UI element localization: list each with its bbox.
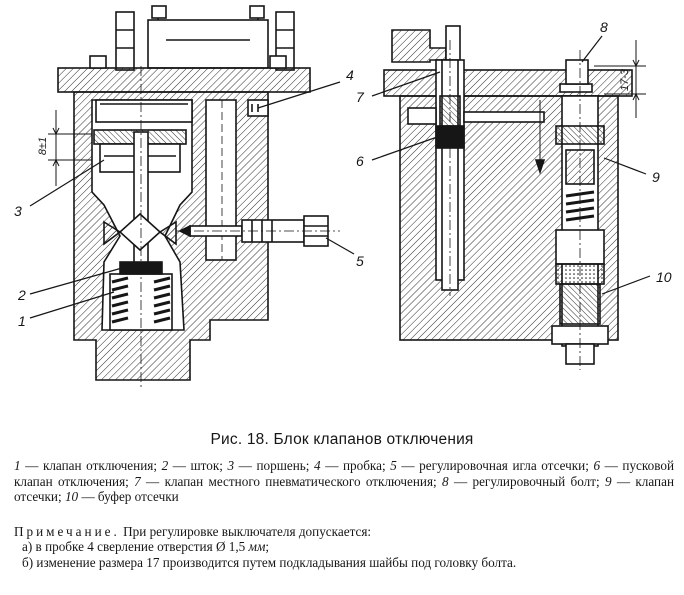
callout-4: 4 bbox=[346, 67, 354, 83]
note-block: Примечание. При регулировке выключателя … bbox=[14, 524, 674, 570]
callout-10: 10 bbox=[656, 269, 672, 285]
legend-num: 1 bbox=[14, 458, 21, 473]
callout-6: 6 bbox=[356, 153, 364, 169]
left-section-view bbox=[29, 5, 355, 390]
figure-legend: 1 — клапан отключения; 2 — шток; 3 — пор… bbox=[14, 458, 674, 505]
legend-text: регулировочная игла отсечки; bbox=[419, 458, 589, 473]
valve-block-drawing: 3 2 1 4 5 8±1 bbox=[14, 5, 672, 390]
legend-text: пусковой клапан отключения; bbox=[14, 458, 675, 489]
legend-text: шток; bbox=[190, 458, 223, 473]
spring-left bbox=[111, 276, 171, 324]
legend-num: 8 bbox=[442, 473, 449, 489]
note-item-a-text: а) в пробке 4 сверление отверстия bbox=[22, 539, 213, 555]
note-intro: При регулировке выключателя допускается: bbox=[123, 524, 372, 539]
right-section-view bbox=[371, 25, 651, 370]
legend-num: 2 bbox=[161, 458, 169, 473]
legend-text: клапан отключения; bbox=[42, 458, 157, 473]
note-heading-line: Примечание. При регулировке выключателя … bbox=[14, 524, 674, 539]
callout-3: 3 bbox=[14, 203, 22, 219]
callout-2: 2 bbox=[17, 287, 26, 303]
note-item-a-value: 1,5 bbox=[228, 539, 246, 555]
dimension-8-1: 8±1 bbox=[37, 137, 49, 155]
note-item-a-end: ; bbox=[265, 539, 270, 555]
figure-caption: Рис. 18. Блок клапанов отключения bbox=[210, 431, 474, 448]
legend-text: буфер отсечки bbox=[97, 489, 179, 505]
legend-text: клапан отсечки; bbox=[14, 473, 675, 505]
note-item-a: а) в пробке 4 сверление отверстия Ø 1,5 … bbox=[14, 539, 674, 554]
legend-text: клапан местного пневматического отключен… bbox=[164, 473, 437, 489]
diameter-symbol: Ø bbox=[215, 539, 226, 555]
note-item-b: б) изменение размера 17 производится пут… bbox=[22, 554, 517, 570]
legend-num: 5 bbox=[390, 458, 397, 473]
legend-num: 7 bbox=[134, 473, 141, 489]
legend-num: 3 bbox=[227, 458, 235, 473]
legend-num: 9 bbox=[604, 473, 612, 489]
legend-line-1: 1 — клапан отключения; 2 — шток; 3 — пор… bbox=[14, 458, 675, 505]
note-heading: Примечание. bbox=[14, 524, 120, 539]
callout-8: 8 bbox=[600, 19, 608, 35]
callout-7: 7 bbox=[356, 89, 365, 105]
legend-text: регулировочный болт; bbox=[472, 473, 600, 489]
legend-text: пробка; bbox=[342, 458, 386, 473]
callout-9: 9 bbox=[652, 169, 660, 185]
callout-5: 5 bbox=[356, 253, 364, 269]
legend-num: 4 bbox=[314, 458, 321, 473]
dimension-17-3: 17-3 bbox=[619, 68, 631, 91]
callout-1: 1 bbox=[18, 313, 26, 329]
legend-num: 10 bbox=[64, 489, 79, 505]
legend-text: поршень; bbox=[256, 458, 310, 473]
legend-num: 6 bbox=[593, 458, 601, 473]
note-item-a-unit: мм bbox=[248, 539, 266, 555]
